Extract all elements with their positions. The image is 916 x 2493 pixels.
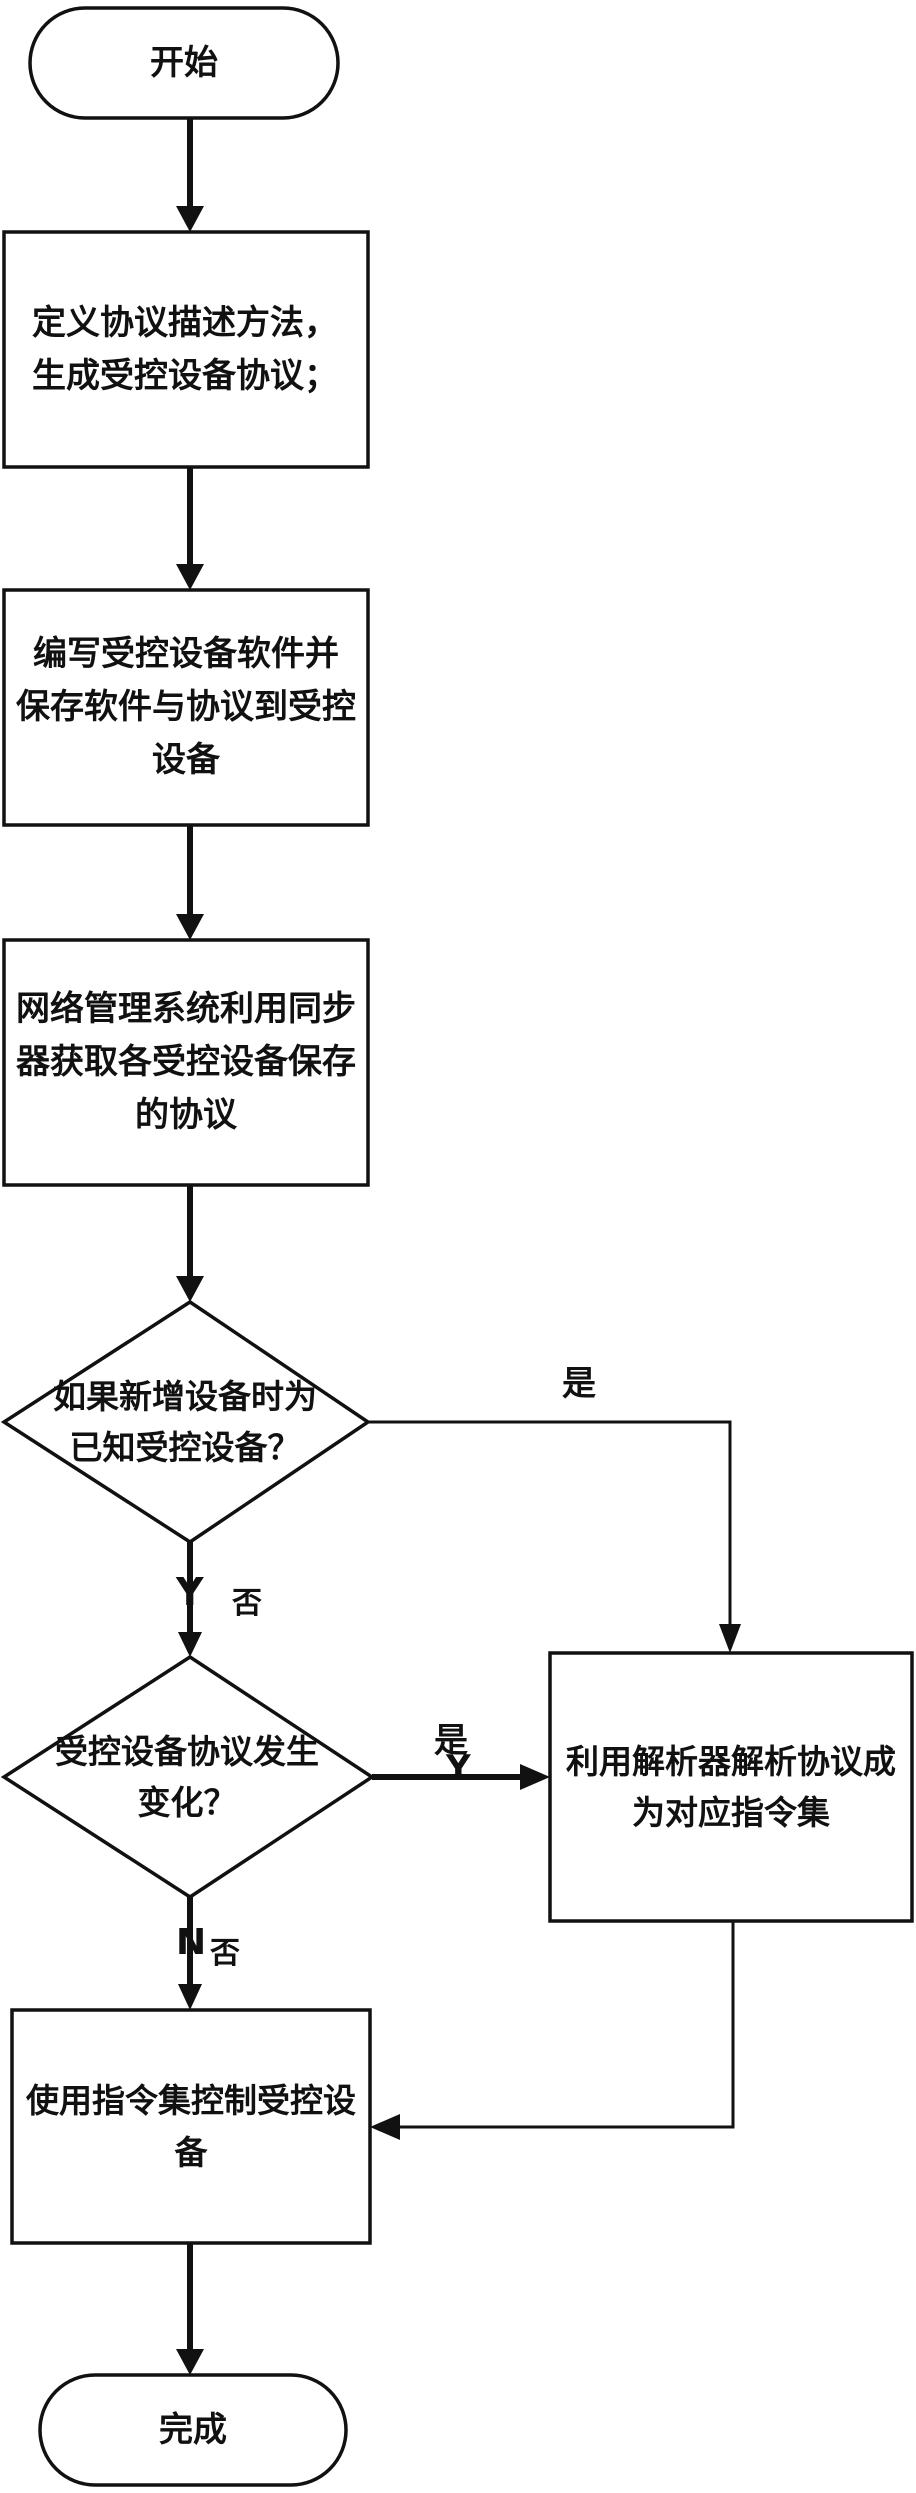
known-no-letter: Y <box>176 1570 204 1614</box>
changed-no-label: 否 <box>210 1936 240 1971</box>
changed-yes-letter: Y <box>446 1748 471 1788</box>
arrow-head <box>176 564 204 590</box>
arrow-head <box>719 1624 741 1653</box>
nms-fetch-box <box>2 938 370 1187</box>
arrow-head <box>520 1764 550 1790</box>
known-yes-label: 是 <box>562 1364 596 1404</box>
known-device-label: 如果新增设备时为 已知受控设备？ <box>53 1376 317 1467</box>
arrow-head <box>176 2349 204 2375</box>
start-label: 开始 <box>150 42 218 83</box>
known-no-label: 否 <box>232 1586 262 1621</box>
end-label: 完成 <box>159 2409 227 2450</box>
arrow-known-yes-branch <box>368 1420 732 1628</box>
end-terminal <box>38 2373 348 2487</box>
use-instructions-box <box>10 2008 372 2245</box>
protocol-changed-label: 受控设备协议发生 变化？ <box>55 1731 319 1822</box>
arrow-head <box>370 2114 400 2140</box>
arrow-head <box>176 1276 204 1302</box>
define-protocol-label: 定义协议描述方法， 生成受控设备协议； <box>32 302 338 396</box>
use-instructions-label: 使用指令集控制受控设 备 <box>26 2081 356 2172</box>
write-software-label: 编写受控设备软件并 保存软件与协议到受控 设备 <box>16 634 356 780</box>
arrow-head <box>178 1632 202 1657</box>
arrow-head <box>176 206 204 232</box>
changed-no-letter: N <box>176 1922 207 1963</box>
start-terminal <box>28 6 340 120</box>
nms-fetch-label: 网络管理系统利用同步 器获取各受控设备保存 的协议 <box>16 989 356 1135</box>
arrow-head <box>178 1984 202 2010</box>
arrow-head <box>176 914 204 940</box>
changed-yes-label: 是 <box>434 1721 468 1761</box>
write-software-box <box>2 588 370 827</box>
arrow-parse-to-use <box>398 1921 735 2129</box>
parse-protocol-label: 利用解析器解析协议成 为对应指令集 <box>566 1741 896 1832</box>
define-protocol-box <box>2 230 370 469</box>
parse-protocol-box <box>548 1651 914 1923</box>
